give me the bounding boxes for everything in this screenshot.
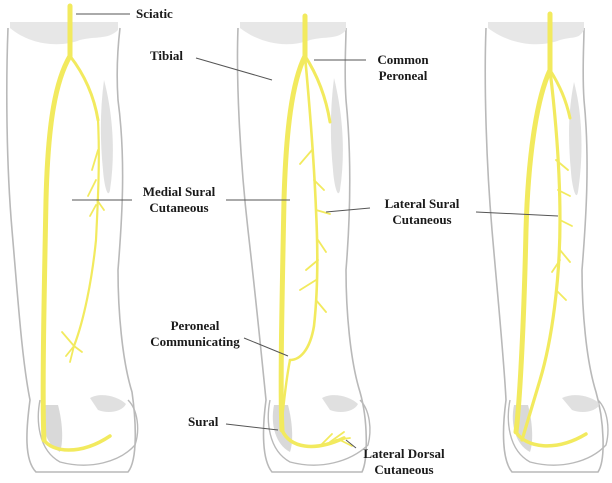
right-leg-thigh-shading	[488, 22, 584, 45]
right-leg-ankle-shading	[562, 395, 600, 412]
left-sural-twig-2	[61, 331, 83, 363]
left-leg-nerves	[40, 3, 112, 452]
label-sciatic: Sciatic	[136, 6, 173, 22]
right-leg-nerves	[513, 11, 588, 448]
left-medial-sural-branch	[72, 118, 100, 348]
label-common-peroneal: Common Peroneal	[368, 52, 438, 84]
label-lateral-sural-cutaneous: Lateral Sural Cutaneous	[372, 196, 472, 228]
lateral-dorsal-leader	[345, 439, 357, 449]
label-common-peroneal-line1: Common	[377, 52, 429, 67]
right-leg-outline	[484, 27, 604, 473]
leader-lines	[72, 13, 559, 449]
left-leg-heel-shading	[42, 405, 63, 452]
label-medial-sural-line1: Medial Sural	[142, 184, 216, 199]
label-lateral-dorsal-line1: Lateral Dorsal	[363, 446, 445, 461]
middle-leg-nerves	[278, 13, 353, 449]
left-leg-calf-shading	[100, 80, 113, 194]
label-peroneal-communicating-line2: Communicating	[150, 334, 240, 349]
tibial-leader	[195, 57, 273, 81]
right-common-peroneal-nerve	[548, 68, 572, 120]
label-sural-text: Sural	[188, 414, 219, 429]
middle-leg-calf-shading	[330, 78, 343, 194]
label-peroneal-communicating-line1: Peroneal	[170, 318, 220, 333]
right-leg-foot	[507, 399, 609, 466]
label-tibial-text: Tibial	[150, 48, 184, 63]
label-lateral-sural-line2: Cutaneous	[392, 212, 452, 227]
middle-leg-foot	[267, 399, 371, 466]
label-medial-sural-cutaneous: Medial Sural Cutaneous	[130, 184, 228, 216]
label-tibial: Tibial	[150, 48, 183, 64]
lateral-sural-leader-right	[475, 211, 559, 217]
right-leg	[484, 11, 609, 473]
middle-tibial-nerve	[278, 53, 308, 433]
right-leg-calf-shading	[569, 82, 582, 196]
middle-lateral-dorsal-twigs	[319, 431, 353, 447]
right-sural-nerve	[514, 430, 588, 448]
label-lateral-dorsal-line2: Cutaneous	[374, 462, 434, 477]
label-peroneal-communicating: Peroneal Communicating	[146, 318, 244, 350]
middle-leg-thigh-shading	[240, 22, 346, 45]
left-leg-foot	[37, 399, 139, 466]
label-lateral-dorsal-cutaneous: Lateral Dorsal Cutaneous	[350, 446, 458, 478]
label-sciatic-text: Sciatic	[136, 6, 173, 21]
left-leg-outline	[6, 27, 137, 473]
label-sural: Sural	[188, 414, 218, 430]
left-leg-ankle-shading	[90, 395, 126, 412]
left-tibial-nerve	[40, 53, 73, 443]
middle-sural-nerve	[280, 428, 346, 449]
peroneal-communicating-leader	[243, 337, 289, 357]
lateral-sural-leader	[325, 207, 371, 213]
middle-common-peroneal-nerve	[303, 54, 332, 124]
middle-peroneal-communicating	[280, 358, 292, 422]
right-branch-twigs	[551, 159, 573, 301]
right-tibial-nerve	[513, 67, 553, 435]
left-leg	[6, 3, 139, 473]
middle-branch-twigs-1	[299, 149, 331, 313]
middle-leg-ankle-shading	[322, 395, 358, 412]
label-lateral-sural-line1: Lateral Sural	[384, 196, 460, 211]
middle-leg	[236, 13, 371, 473]
middle-lateral-sural-branch	[288, 54, 319, 362]
sural-leader	[225, 423, 279, 431]
middle-leg-outline	[236, 27, 368, 473]
left-leg-thigh-shading	[10, 22, 118, 45]
left-sural-twig-1	[87, 149, 105, 217]
label-common-peroneal-line2: Peroneal	[378, 68, 428, 83]
left-heel-branch	[42, 434, 112, 452]
left-common-peroneal-nerve	[68, 54, 100, 122]
right-lateral-sural-branch	[520, 68, 562, 442]
label-medial-sural-line2: Cutaneous	[149, 200, 209, 215]
